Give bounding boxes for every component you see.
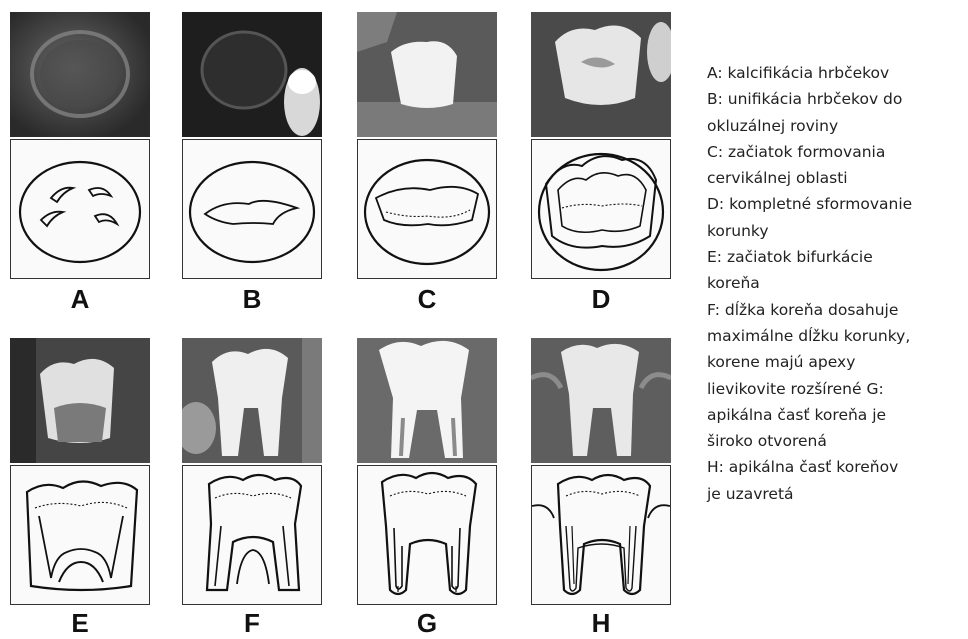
radiograph-a bbox=[10, 12, 150, 137]
diagram-d bbox=[531, 139, 671, 279]
stage-label-f: F bbox=[182, 608, 322, 639]
diagram-e bbox=[10, 465, 150, 605]
legend-line: korene majú apexy bbox=[707, 349, 965, 375]
legend-line: cervikálnej oblasti bbox=[707, 165, 965, 191]
legend-line: lievikovite rozšírené G: bbox=[707, 376, 965, 402]
legend-line: D: kompletné sformovanie bbox=[707, 191, 965, 217]
stage-label-c: C bbox=[357, 284, 497, 315]
legend-line: široko otvorená bbox=[707, 428, 965, 454]
stage-label-h: H bbox=[531, 608, 671, 639]
legend-line: koreňa bbox=[707, 270, 965, 296]
radiograph-d bbox=[531, 12, 671, 137]
legend-line: H: apikálna časť koreňov bbox=[707, 454, 965, 480]
diagram-c bbox=[357, 139, 497, 279]
radiograph-g bbox=[357, 338, 497, 463]
legend-line: apikálna časť koreňa je bbox=[707, 402, 965, 428]
stage-label-b: B bbox=[182, 284, 322, 315]
diagram-f bbox=[182, 465, 322, 605]
diagram-b bbox=[182, 139, 322, 279]
legend-line: B: unifikácia hrbčekov do bbox=[707, 86, 965, 112]
legend-line: je uzavretá bbox=[707, 481, 965, 507]
legend-line: A: kalcifikácia hrbčekov bbox=[707, 60, 965, 86]
stage-legend: A: kalcifikácia hrbčekov B: unifikácia h… bbox=[707, 60, 965, 507]
stage-label-d: D bbox=[531, 284, 671, 315]
legend-line: korunky bbox=[707, 218, 965, 244]
legend-line: maximálne dĺžku korunky, bbox=[707, 323, 965, 349]
legend-line: E: začiatok bifurkácie bbox=[707, 244, 965, 270]
diagram-h bbox=[531, 465, 671, 605]
radiograph-f bbox=[182, 338, 322, 463]
legend-line: C: začiatok formovania bbox=[707, 139, 965, 165]
radiograph-b bbox=[182, 12, 322, 137]
radiograph-e bbox=[10, 338, 150, 463]
radiograph-h bbox=[531, 338, 671, 463]
legend-line: okluzálnej roviny bbox=[707, 113, 965, 139]
radiograph-c bbox=[357, 12, 497, 137]
diagram-a bbox=[10, 139, 150, 279]
stage-label-a: A bbox=[10, 284, 150, 315]
stage-label-g: G bbox=[357, 608, 497, 639]
diagram-g bbox=[357, 465, 497, 605]
legend-line: F: dĺžka koreňa dosahuje bbox=[707, 297, 965, 323]
stage-label-e: E bbox=[10, 608, 150, 639]
